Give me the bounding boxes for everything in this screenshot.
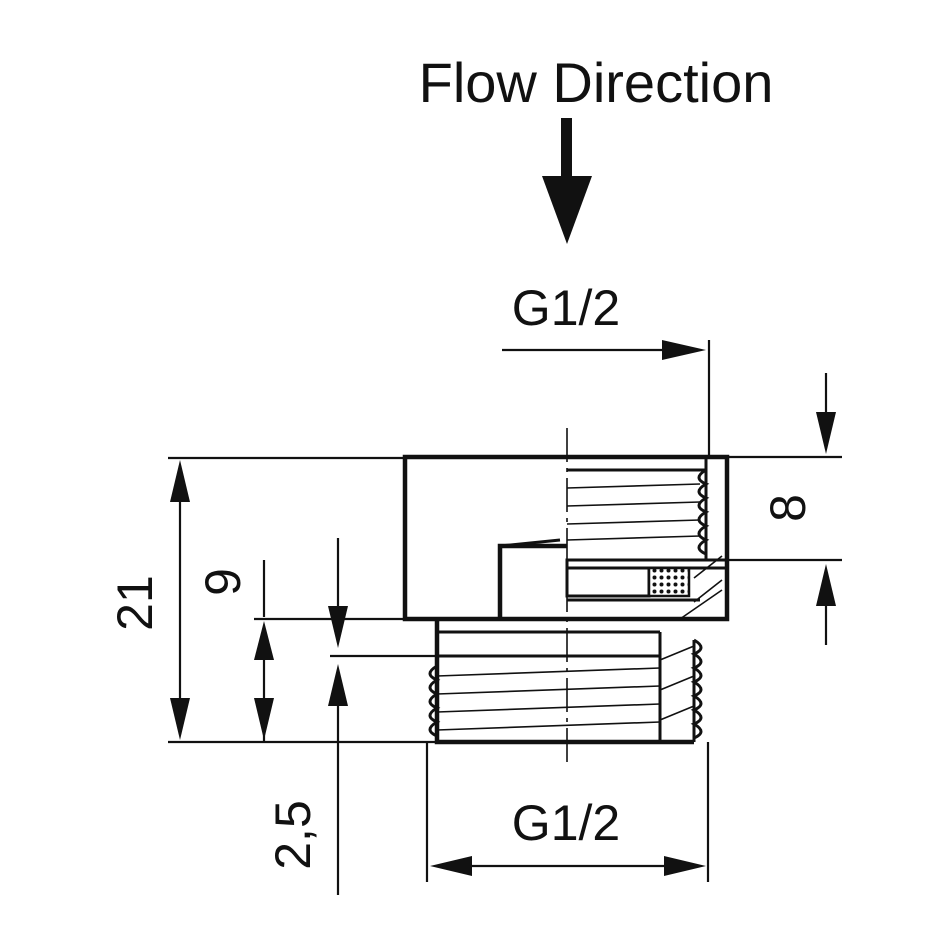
dimension-21 [168, 456, 437, 744]
top-thread-label: G1/2 [512, 280, 620, 336]
fitting-body [402, 454, 730, 745]
dimension-2-5 [328, 538, 437, 895]
dimension-8-label: 8 [760, 494, 816, 522]
flow-direction-title: Flow Direction [419, 51, 774, 114]
dimension-2-5-label: 2,5 [265, 800, 321, 870]
dimension-9 [254, 560, 437, 742]
dimension-8 [727, 373, 842, 645]
bottom-thread-dimension [425, 742, 710, 882]
dimension-9-label: 9 [195, 568, 251, 596]
bottom-thread-label: G1/2 [512, 795, 620, 851]
flow-direction-arrow [542, 118, 592, 244]
dimension-21-label: 21 [107, 575, 163, 631]
top-thread-leader [502, 340, 711, 458]
